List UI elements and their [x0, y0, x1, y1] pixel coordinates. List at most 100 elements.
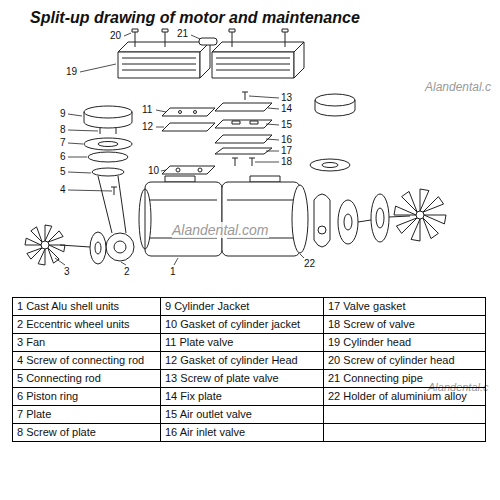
fan-blades — [31, 227, 42, 242]
callout-number: 2 — [124, 266, 130, 278]
callout-number: 11 — [142, 104, 152, 116]
callout-number: 6 — [60, 151, 66, 163]
callout-number: 15 — [281, 119, 292, 131]
left-cylinder-parts — [114, 187, 115, 195]
leader-line — [68, 172, 91, 173]
head-screw — [232, 32, 233, 47]
shell-body — [150, 200, 217, 201]
left-cylinder-parts — [116, 128, 117, 134]
table-cell: 1 Cast Alu shell units — [13, 298, 161, 316]
callout-number: 18 — [281, 156, 292, 168]
title: Split-up drawing of motor and maintenanc… — [30, 9, 360, 27]
table-cell: 20 Screw of cylinder head — [324, 352, 486, 370]
table-cell: 6 Piston ring — [13, 388, 161, 406]
callout-number: 17 — [281, 145, 292, 157]
leader-line — [156, 127, 164, 128]
shell-body — [145, 182, 222, 256]
leader-line — [191, 35, 200, 39]
table-cell: 13 Screw of plate valve — [161, 370, 324, 388]
shell-body — [165, 176, 195, 182]
alloy-holder — [292, 185, 308, 253]
callout-number: 13 — [281, 92, 292, 104]
left-cylinder-parts — [90, 232, 106, 264]
right-drive-parts — [318, 226, 326, 234]
table-cell: 21 Connecting pipe — [324, 370, 486, 388]
shell-body — [250, 176, 280, 182]
cylinder-head — [122, 64, 196, 65]
left-cylinder-parts — [92, 168, 124, 176]
parts-table: 1 Cast Alu shell units9 Cylinder Jacket1… — [12, 297, 486, 442]
table-cell: 4 Screw of connecting rod — [13, 352, 161, 370]
left-cylinder-parts — [60, 106, 134, 264]
shell-body — [139, 189, 151, 249]
left-plate-stack — [176, 168, 180, 172]
head-screw — [132, 29, 288, 47]
table-cell: 8 Screw of plate — [13, 424, 161, 442]
left-plate-stack — [162, 108, 215, 116]
right-plate-stack — [215, 120, 272, 128]
cylinder-head — [118, 42, 304, 78]
table-cell: 9 Cylinder Jacket — [161, 298, 324, 316]
right-drive-parts — [338, 200, 358, 244]
callout-number: 12 — [142, 121, 153, 133]
table-cell: 16 Air inlet valve — [161, 424, 324, 442]
left-cylinder-parts — [84, 112, 132, 128]
right-plate-stack — [215, 135, 272, 143]
head-screw — [229, 29, 235, 32]
right-cylinder-parts — [310, 159, 350, 171]
fan-blades — [402, 191, 418, 212]
connecting-pipe — [199, 38, 217, 45]
left-plate-stack — [162, 123, 215, 131]
table-cell: 7 Plate — [13, 406, 161, 424]
left-plate-stack — [162, 108, 215, 174]
callout-number: 22 — [304, 258, 315, 270]
leader-line — [68, 130, 98, 131]
right-plate-stack — [215, 148, 272, 154]
leader-line — [68, 190, 112, 191]
leader-line — [268, 108, 279, 109]
fan-blades — [25, 189, 446, 265]
cylinder-head — [122, 70, 196, 71]
callout-number: 1 — [170, 266, 176, 278]
left-cylinder-parts — [84, 138, 132, 150]
fan-blades — [48, 231, 63, 242]
left-plate-stack — [179, 111, 182, 114]
cylinder-head — [216, 70, 290, 71]
leader-line — [266, 139, 279, 140]
left-cylinder-parts — [95, 242, 101, 254]
fan-blades — [416, 211, 424, 219]
shell-body — [139, 176, 300, 256]
right-cylinder-parts — [310, 94, 355, 171]
head-screw — [285, 32, 286, 47]
left-cylinder-parts — [98, 176, 126, 233]
table-cell — [324, 406, 486, 424]
head-screw — [135, 32, 136, 47]
table-cell: 15 Air outlet valve — [161, 406, 324, 424]
leader-line — [266, 151, 279, 152]
left-cylinder-parts — [111, 187, 117, 188]
table-cell: 14 Fix plate — [161, 388, 324, 406]
cylinder-head — [216, 58, 290, 59]
head-screw — [282, 29, 288, 32]
left-cylinder-parts — [88, 152, 128, 162]
right-plate-stack — [215, 103, 272, 111]
table-cell: 2 Eccentric wheel units — [13, 316, 161, 334]
right-cylinder-parts — [315, 100, 355, 116]
shell-body — [227, 200, 295, 201]
right-plate-stack — [249, 158, 255, 159]
leader-line — [121, 262, 126, 265]
callout-number: 19 — [66, 66, 77, 78]
left-cylinder-parts — [100, 128, 101, 134]
table-cell: 10 Gasket of cylinder jacket — [161, 316, 324, 334]
callout-number: 7 — [60, 137, 66, 149]
right-cylinder-parts — [322, 163, 338, 168]
shell-body — [222, 182, 300, 256]
callout-number: 8 — [60, 124, 66, 136]
right-plate-stack — [250, 121, 258, 124]
cylinder-head — [200, 42, 210, 78]
fan-blades — [41, 241, 49, 249]
left-plate-stack — [162, 166, 215, 174]
cylinder-head — [118, 52, 200, 78]
cylinder-head — [212, 42, 304, 52]
